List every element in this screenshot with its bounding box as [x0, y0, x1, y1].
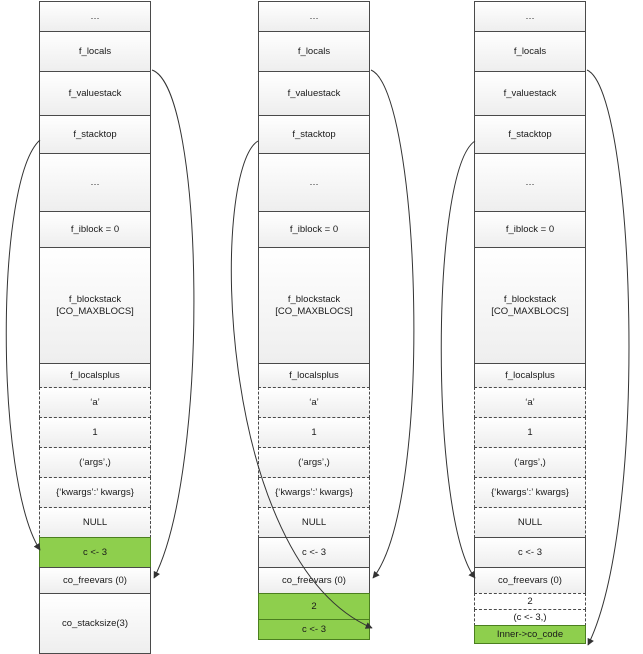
args-cell: (‘args’,)	[39, 447, 151, 478]
cell-var-c-cell: c <- 3	[258, 537, 370, 568]
f-localsplus-cell: f_localsplus	[474, 363, 586, 388]
args-cell: (‘args’,)	[474, 447, 586, 478]
f-stacktop-arrow	[5, 139, 41, 551]
local-1-cell: 1	[474, 417, 586, 448]
value-stack-cell: 2	[474, 593, 586, 610]
null-cell: NULL	[39, 507, 151, 538]
ellipsis-cell: …	[39, 1, 151, 32]
value-stack-cell: (c <- 3,)	[474, 609, 586, 626]
f-locals-arrow	[370, 69, 415, 579]
f-localsplus-cell: f_localsplus	[258, 363, 370, 388]
null-cell: NULL	[474, 507, 586, 538]
f-locals-cell: f_locals	[39, 31, 151, 72]
cell-var-c-cell: c <- 3	[474, 537, 586, 568]
value-stack-cell: Inner->co_code	[474, 625, 586, 644]
f-valuestack-cell: f_valuestack	[39, 71, 151, 116]
value-stack-cell: 2	[258, 593, 370, 620]
local-a-cell: ‘a’	[39, 387, 151, 418]
f-locals-cell: f_locals	[258, 31, 370, 72]
value-stack-cell: co_stacksize(3)	[39, 593, 151, 654]
co-freevars-cell: co_freevars (0)	[258, 567, 370, 594]
f-blockstack-cell: f_blockstack [CO_MAXBLOCS]	[39, 247, 151, 364]
f-locals-arrow	[586, 69, 630, 646]
ellipsis-cell: …	[474, 1, 586, 32]
local-a-cell: ‘a’	[474, 387, 586, 418]
f-blockstack-cell: f_blockstack [CO_MAXBLOCS]	[258, 247, 370, 364]
ellipsis-cell: …	[258, 153, 370, 212]
ellipsis-cell: …	[474, 153, 586, 212]
co-freevars-cell: co_freevars (0)	[474, 567, 586, 594]
f-valuestack-cell: f_valuestack	[258, 71, 370, 116]
f-stacktop-cell: f_stacktop	[39, 115, 151, 154]
f-iblock-cell: f_iblock = 0	[474, 211, 586, 248]
f-localsplus-cell: f_localsplus	[39, 363, 151, 388]
ellipsis-cell: …	[258, 1, 370, 32]
f-stacktop-cell: f_stacktop	[474, 115, 586, 154]
kwargs-cell: {‘kwargs’:’ kwargs}	[39, 477, 151, 508]
f-stacktop-arrow	[440, 140, 476, 579]
local-1-cell: 1	[39, 417, 151, 448]
local-1-cell: 1	[258, 417, 370, 448]
f-iblock-cell: f_iblock = 0	[258, 211, 370, 248]
f-locals-arrow	[151, 69, 195, 579]
f-valuestack-cell: f_valuestack	[474, 71, 586, 116]
co-freevars-cell: co_freevars (0)	[39, 567, 151, 594]
kwargs-cell: {‘kwargs’:’ kwargs}	[474, 477, 586, 508]
local-a-cell: ‘a’	[258, 387, 370, 418]
f-stacktop-cell: f_stacktop	[258, 115, 370, 154]
value-stack-cell: c <- 3	[258, 619, 370, 640]
cell-var-c-cell: c <- 3	[39, 537, 151, 568]
kwargs-cell: {‘kwargs’:’ kwargs}	[258, 477, 370, 508]
args-cell: (‘args’,)	[258, 447, 370, 478]
f-blockstack-cell: f_blockstack [CO_MAXBLOCS]	[474, 247, 586, 364]
ellipsis-cell: …	[39, 153, 151, 212]
null-cell: NULL	[258, 507, 370, 538]
f-locals-cell: f_locals	[474, 31, 586, 72]
f-iblock-cell: f_iblock = 0	[39, 211, 151, 248]
